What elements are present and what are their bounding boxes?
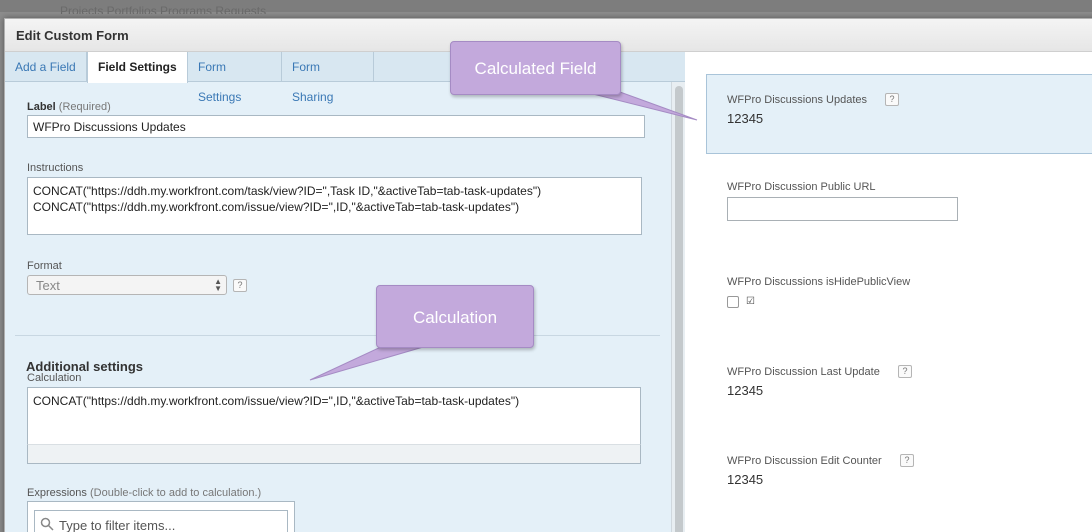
background-nav-text: Projects Portfolios Programs Requests xyxy=(60,4,267,14)
preview-field-label-public-url: WFPro Discussion Public URL xyxy=(727,181,876,193)
preview-field-label-edit-counter: WFPro Discussion Edit Counter xyxy=(727,455,882,467)
label-field-title: Label (Required) xyxy=(27,101,111,113)
preview-field-label-last-update: WFPro Discussion Last Update xyxy=(727,366,880,378)
calculated-field-callout: Calculated Field xyxy=(450,41,621,95)
preview-help-icon-edit-counter[interactable]: ? xyxy=(900,454,914,467)
expressions-hint: (Double-click to add to calculation.) xyxy=(89,487,262,499)
instructions-textarea[interactable]: CONCAT("https://ddh.my.workfront.com/tas… xyxy=(27,177,642,235)
tab-field-settings[interactable]: Field Settings xyxy=(87,52,188,83)
scrollbar-thumb[interactable] xyxy=(675,86,683,532)
expressions-title-text: Expressions xyxy=(27,487,87,499)
modal-title: Edit Custom Form xyxy=(16,28,129,43)
label-input[interactable]: WFPro Discussions Updates xyxy=(27,115,645,138)
format-select[interactable]: Text ▲▼ xyxy=(27,275,227,295)
calculation-textarea[interactable]: CONCAT("https://ddh.my.workfront.com/iss… xyxy=(27,387,641,445)
filter-placeholder: Type to filter items... xyxy=(59,518,176,532)
left-pane-scrollbar[interactable] xyxy=(671,82,685,532)
search-icon xyxy=(40,517,54,531)
instructions-title: Instructions xyxy=(27,162,84,174)
preview-field-label-updates: WFPro Discussions Updates xyxy=(727,94,867,106)
format-title: Format xyxy=(27,260,62,272)
calculation-footer-bar xyxy=(27,444,641,464)
tab-form-sharing[interactable]: Form Sharing xyxy=(282,52,374,104)
preview-help-icon-last-update[interactable]: ? xyxy=(898,365,912,378)
select-arrows-icon: ▲▼ xyxy=(214,277,222,293)
tab-add-a-field[interactable]: Add a Field xyxy=(5,52,87,82)
calculation-callout: Calculation xyxy=(376,285,534,348)
edit-custom-form-modal: Edit Custom Form Add a Field Field Setti… xyxy=(4,18,1092,532)
hide-public-view-checkbox[interactable] xyxy=(727,296,739,308)
preview-field-label-hide-public-view: WFPro Discussions isHidePublicView xyxy=(727,276,911,288)
tab-form-settings[interactable]: Form Settings xyxy=(188,52,282,104)
preview-field-value-edit-counter: 12345 xyxy=(727,472,764,487)
background-page: Projects Portfolios Programs Requests xyxy=(0,0,1092,14)
selected-field-highlight[interactable] xyxy=(706,74,1092,154)
additional-settings-title: Additional settings xyxy=(26,359,143,374)
expressions-filter-input[interactable]: Type to filter items... xyxy=(34,510,288,532)
preview-field-value-updates: 12345 xyxy=(727,111,764,126)
preview-help-icon-updates[interactable]: ? xyxy=(885,93,899,106)
form-preview-pane: WFPro Discussions Updates ? 12345 WFPro … xyxy=(686,52,1092,532)
public-url-input[interactable] xyxy=(727,197,958,221)
required-marker: (Required) xyxy=(58,101,111,113)
preview-field-value-last-update: 12345 xyxy=(727,383,764,398)
format-selected-value: Text xyxy=(36,278,60,293)
expressions-panel: Type to filter items... xyxy=(27,501,295,532)
label-title-text: Label xyxy=(27,101,56,113)
format-help-icon[interactable]: ? xyxy=(233,279,247,292)
expressions-title: Expressions (Double-click to add to calc… xyxy=(27,487,261,499)
calculation-title: Calculation xyxy=(27,372,82,384)
section-divider xyxy=(15,335,660,336)
checkbox-glyph: ☑ xyxy=(746,296,755,307)
field-settings-pane: Add a Field Field Settings Form Settings… xyxy=(5,52,685,532)
